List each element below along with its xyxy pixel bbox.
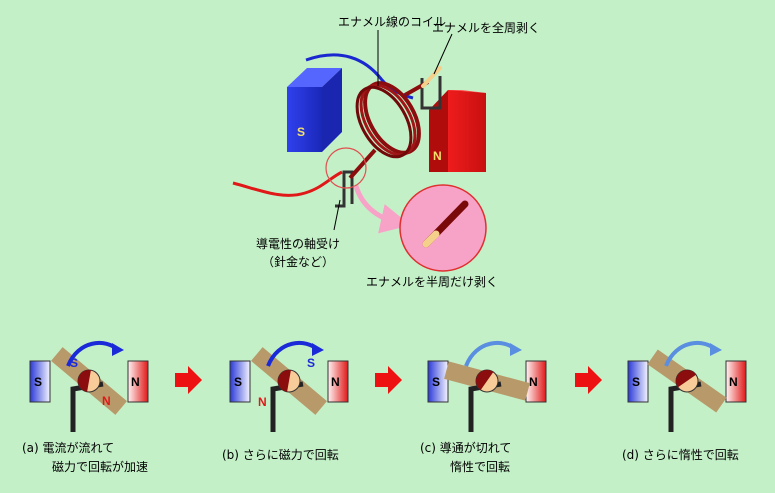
caption-a-1: (a) 電流が流れて [22, 440, 114, 455]
commutator-enamel [476, 370, 494, 391]
step-a: S N S N [29, 341, 149, 432]
step-b: S N S N [229, 341, 349, 432]
south-magnet: S [287, 68, 342, 152]
small-south-label: S [632, 375, 640, 389]
small-north-magnet [525, 360, 547, 403]
small-south-magnet [627, 360, 649, 403]
step-arrow-1 [175, 366, 202, 394]
caption-b-1: (b) さらに磁力で回転 [222, 447, 339, 462]
south-label: S [297, 125, 305, 139]
armature-south-mark: S [70, 356, 78, 370]
small-north-magnet [725, 360, 747, 403]
commutator-enamel [78, 370, 91, 392]
armature-north-mark: N [258, 395, 267, 409]
rotation-arrow-head [510, 343, 522, 356]
caption-d-1: (d) さらに惰性で回転 [622, 448, 739, 462]
small-north-label: N [529, 375, 538, 389]
bearing-label-2: （針金など） [262, 254, 334, 269]
step-arrows [175, 366, 602, 394]
caption-a-2: 磁力で回転が加速 [52, 459, 148, 474]
step-arrow-2 [375, 366, 402, 394]
strip-full-pointer [433, 33, 453, 75]
small-south-label: S [432, 375, 440, 389]
strip-half-label: エナメルを半周だけ剥く [366, 275, 498, 289]
step-arrow-3 [575, 366, 602, 394]
rotation-arrow-head [112, 343, 124, 356]
commutator-enamel [278, 370, 291, 392]
small-south-magnet [29, 360, 51, 403]
zoom-detail [399, 184, 487, 272]
commutator-enamel [676, 370, 697, 388]
small-north-label: N [331, 375, 340, 389]
armature-north-mark: N [102, 394, 111, 408]
armature-south-mark: S [307, 356, 315, 370]
coil-label: エナメル線のコイル [338, 14, 446, 29]
highlight-circle [325, 147, 367, 189]
rotation-arrow-head [710, 343, 722, 356]
red-wire [232, 170, 343, 197]
caption-c-1: (c) 導通が切れて [420, 440, 511, 455]
small-north-label: N [729, 375, 738, 389]
rotation-arrow [464, 341, 518, 367]
north-label: N [433, 149, 442, 163]
bearing-pointer [333, 199, 341, 231]
north-magnet: N [429, 90, 486, 172]
enamel-coil [348, 66, 442, 180]
bearing-right [420, 76, 442, 110]
small-north-magnet [327, 360, 349, 403]
bearing-label-1: 導電性の軸受け [256, 237, 340, 251]
small-south-magnet [427, 360, 449, 403]
bearing-left [335, 170, 354, 208]
rotation-arrow-head [312, 343, 324, 356]
zoom-arrow [353, 185, 411, 234]
caption-c-2: 惰性で回転 [450, 460, 510, 474]
small-north-magnet [127, 360, 149, 403]
small-south-label: S [234, 375, 242, 389]
small-south-magnet [229, 360, 251, 403]
small-south-label: S [34, 375, 42, 389]
strip-full-label: エナメルを全周剥く [432, 20, 540, 35]
small-north-label: N [131, 375, 140, 389]
